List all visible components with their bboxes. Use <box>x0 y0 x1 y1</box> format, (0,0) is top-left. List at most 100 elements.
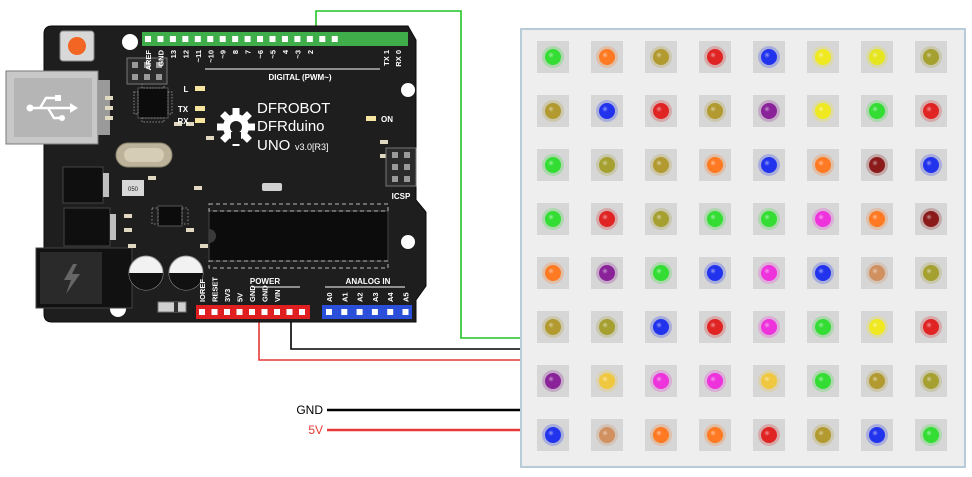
led-cell <box>591 149 623 181</box>
small-chip: 050 <box>122 180 144 196</box>
led-cell <box>591 365 623 397</box>
led-cell <box>699 257 731 289</box>
pin-hole[interactable] <box>244 36 251 42</box>
pin-hole[interactable] <box>387 309 394 315</box>
pin-label: AREF <box>144 50 153 71</box>
pin-hole[interactable] <box>331 36 338 42</box>
usb-icon <box>26 95 78 121</box>
pin-hole[interactable] <box>257 36 264 42</box>
mounting-hole <box>122 34 138 50</box>
led-cell <box>699 365 731 397</box>
pin-label: ~11 <box>194 50 203 62</box>
lightning-icon <box>64 264 80 294</box>
pin-hole[interactable] <box>326 309 332 315</box>
led-label-l: L <box>184 85 189 94</box>
pin-hole[interactable] <box>281 36 288 42</box>
led-cell <box>699 95 731 127</box>
pin-hole[interactable] <box>207 36 214 42</box>
led-cell <box>537 311 569 343</box>
board-model: UNO <box>257 137 290 154</box>
pin-hole[interactable] <box>306 36 313 42</box>
led-label-rx: RX <box>177 117 189 126</box>
led-cell <box>753 257 785 289</box>
led-cell <box>915 257 947 289</box>
pin-hole[interactable] <box>402 309 409 315</box>
led-cell <box>753 95 785 127</box>
pin-hole[interactable] <box>224 309 230 315</box>
pin-label: 12 <box>181 50 190 58</box>
reset-button[interactable] <box>59 30 95 62</box>
led-cell <box>537 149 569 181</box>
pin-hole[interactable] <box>194 36 201 42</box>
mounting-hole <box>401 83 415 97</box>
board-5v-wire[interactable] <box>258 321 523 361</box>
on-label: ON <box>381 115 393 124</box>
data-wire[interactable] <box>315 10 523 339</box>
pin-label: 4 <box>281 49 290 54</box>
pin-hole[interactable] <box>157 36 164 42</box>
pin-hole[interactable] <box>274 309 280 315</box>
led-cell <box>753 365 785 397</box>
icsp-header: ICSP <box>385 147 417 201</box>
voltage-regulator <box>63 207 111 247</box>
led-cell <box>807 203 839 235</box>
led-cell <box>591 311 623 343</box>
gnd-label: GND <box>296 403 323 417</box>
pin-hole[interactable] <box>145 36 151 42</box>
pin-hole[interactable] <box>261 309 268 315</box>
led-cell <box>537 41 569 73</box>
pin-hole[interactable] <box>236 309 243 315</box>
pin-label: ~6 <box>256 50 265 59</box>
led-cell <box>537 203 569 235</box>
led-cell <box>645 95 677 127</box>
led-cell <box>861 203 893 235</box>
pin-hole[interactable] <box>269 36 276 42</box>
pin-label: A5 <box>402 292 411 302</box>
pin-hole[interactable] <box>286 309 293 315</box>
dc-power-jack[interactable] <box>35 247 133 309</box>
pin-hole[interactable] <box>199 309 205 315</box>
analog-pin-holes <box>326 309 409 315</box>
board-gnd-wire[interactable] <box>290 321 523 350</box>
led-label-tx: TX <box>178 105 189 114</box>
power-pin-holes <box>199 309 305 315</box>
pin-hole[interactable] <box>211 309 218 315</box>
pin-hole[interactable] <box>319 36 326 42</box>
led-cell <box>861 311 893 343</box>
pin-hole[interactable] <box>249 309 255 315</box>
chip-marking: 050 <box>128 187 139 193</box>
mounting-hole <box>401 235 415 249</box>
usb-port[interactable] <box>5 70 110 145</box>
pin-label: 2 <box>306 50 315 54</box>
led-cell <box>915 41 947 73</box>
led-cell <box>915 203 947 235</box>
pin-label: RESET <box>211 277 220 302</box>
pin-hole[interactable] <box>371 309 378 315</box>
pin-hole[interactable] <box>294 36 301 42</box>
power-header-title: POWER <box>250 277 280 286</box>
led-cell <box>915 365 947 397</box>
led-cell <box>537 95 569 127</box>
dfrobot-logo-icon <box>217 108 255 146</box>
pin-hole[interactable] <box>299 309 305 315</box>
pin-hole[interactable] <box>232 36 239 42</box>
led-cell <box>645 203 677 235</box>
digital-pin-holes <box>145 36 338 42</box>
pin-label: A3 <box>371 292 380 302</box>
pin-hole[interactable] <box>356 309 363 315</box>
led-cell <box>915 311 947 343</box>
small-chip <box>262 183 282 191</box>
led-cell <box>591 41 623 73</box>
pin-label: VIN <box>273 289 282 302</box>
brand-line2: DFRduino <box>257 118 325 135</box>
pin-hole[interactable] <box>182 36 189 42</box>
diode <box>157 301 187 313</box>
pin-hole[interactable] <box>169 36 176 42</box>
pin-hole[interactable] <box>341 309 348 315</box>
icsp-label: ICSP <box>392 192 411 201</box>
pin-hole[interactable] <box>219 36 226 42</box>
led-cell <box>591 419 623 451</box>
